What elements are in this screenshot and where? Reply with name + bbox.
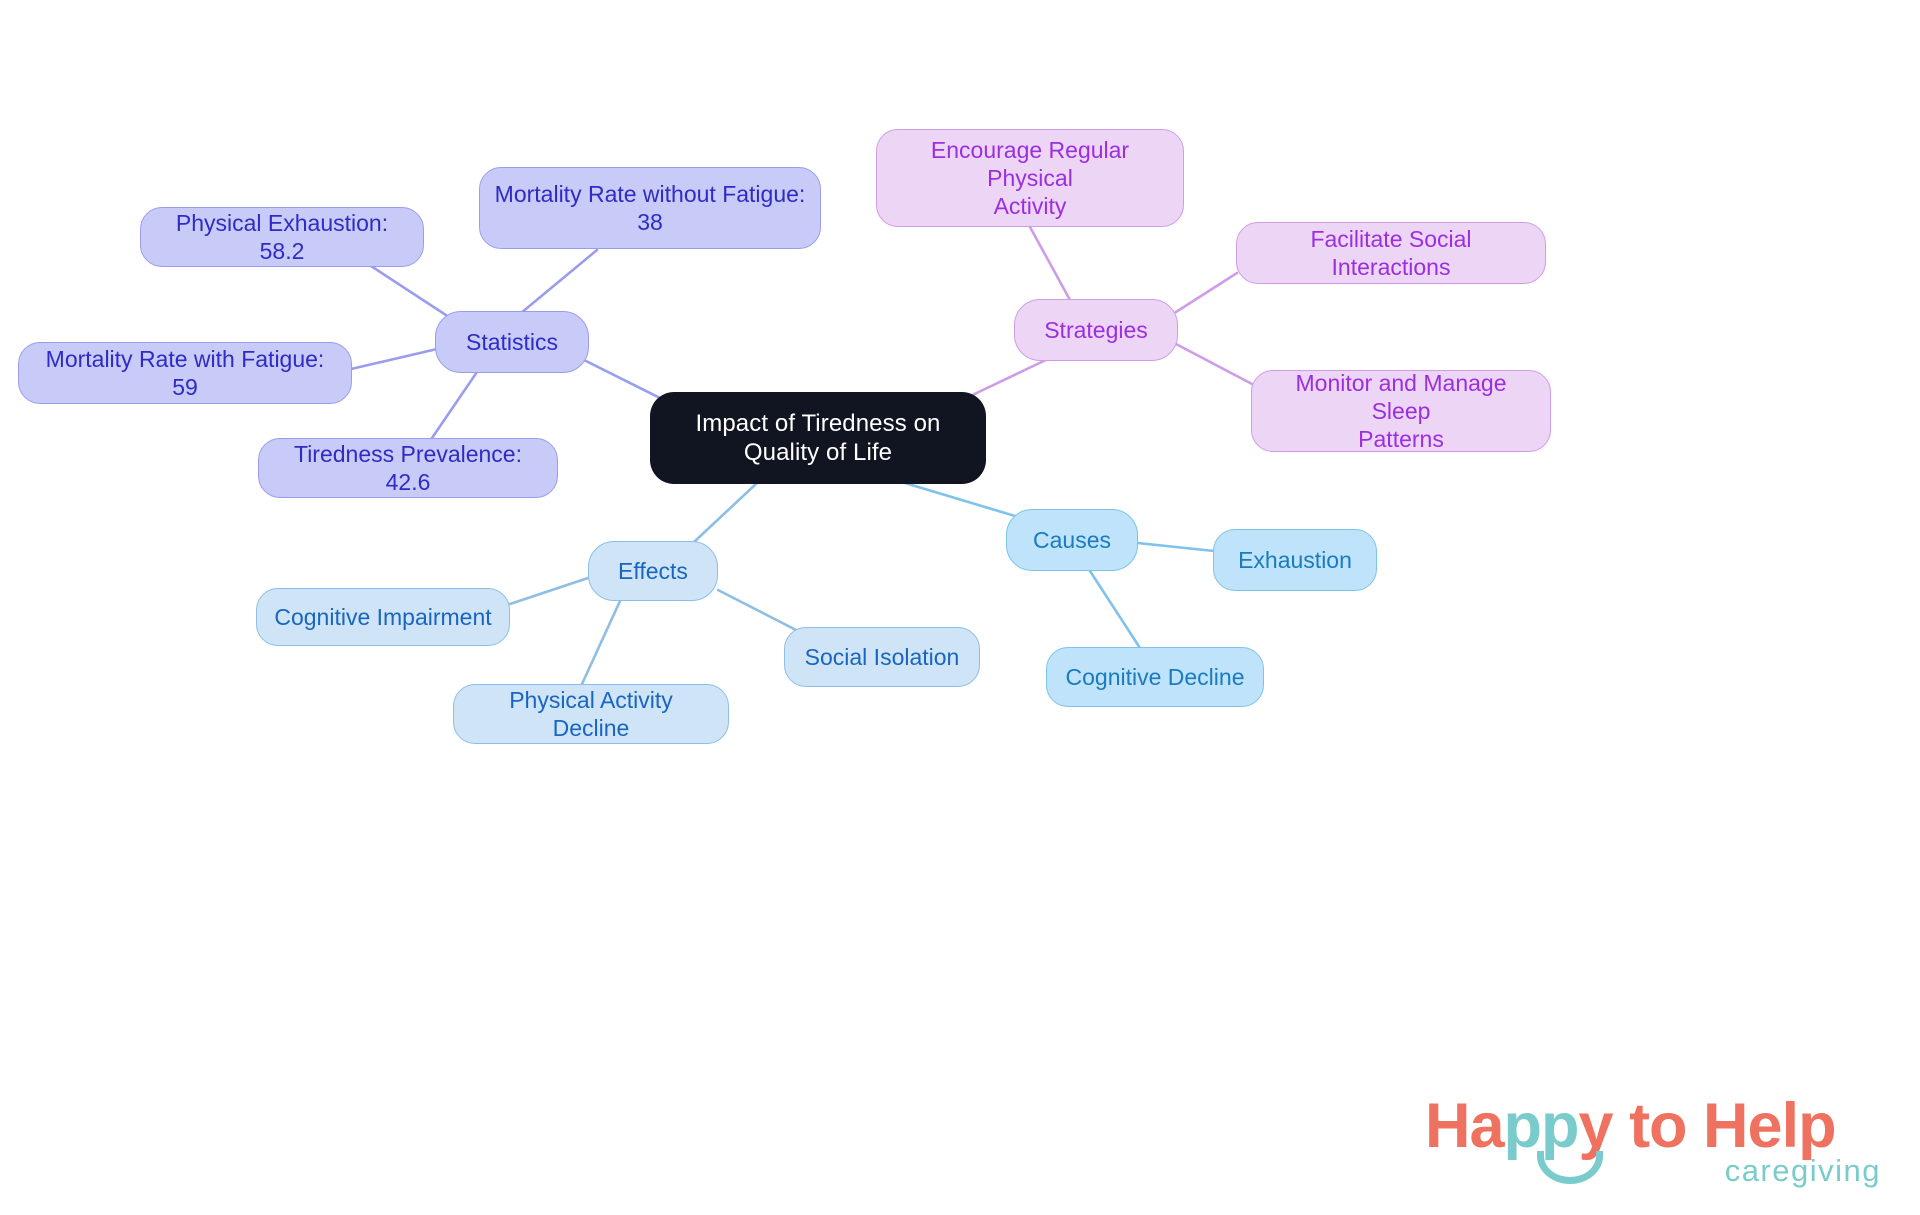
root-node-label: Impact of Tiredness on Quality of Life — [695, 409, 941, 466]
branch-node-causes[interactable]: Causes — [1006, 509, 1138, 571]
edge-strategies-to-encourage-regular-physical-activity — [1028, 225, 1072, 302]
logo-wordmark: Happy to Help — [1425, 1095, 1837, 1158]
edge-effects-to-cognitive-impairment — [508, 576, 590, 606]
leaf-node-mortality-rate-with-fatigue[interactable]: Mortality Rate with Fatigue: 59 — [18, 342, 352, 404]
leaf-node-facilitate-social-interactions[interactable]: Facilitate Social Interactions — [1236, 222, 1546, 284]
edge-effects-to-physical-activity-decline — [580, 599, 622, 686]
branch-node-statistics[interactable]: Statistics — [435, 311, 589, 373]
logo-subtitle: caregiving — [1724, 1153, 1881, 1188]
leaf-node-encourage-regular-physical-activity[interactable]: Encourage Regular Physical Activity — [876, 129, 1184, 227]
leaf-node-mortality-rate-without-fatigue-label: Mortality Rate without Fatigue: 38 — [494, 180, 806, 235]
branch-node-strategies-label: Strategies — [1044, 316, 1148, 343]
edge-statistics-to-physical-exhaustion — [366, 262, 457, 323]
leaf-node-monitor-and-manage-sleep-patterns-label: Monitor and Manage Sleep Patterns — [1295, 369, 1507, 453]
leaf-node-social-isolation[interactable]: Social Isolation — [784, 627, 980, 687]
edge-root-to-strategies — [960, 356, 1052, 402]
smile-icon — [1537, 1151, 1603, 1184]
edge-effects-to-social-isolation — [716, 588, 802, 634]
branch-node-statistics-label: Statistics — [465, 328, 559, 355]
leaf-node-physical-activity-decline[interactable]: Physical Activity Decline — [453, 684, 729, 744]
logo-text-ha: Ha — [1425, 1091, 1505, 1161]
leaf-node-cognitive-impairment-label: Cognitive Impairment — [274, 603, 492, 630]
branch-node-causes-label: Causes — [1033, 526, 1111, 553]
leaf-node-monitor-and-manage-sleep-patterns[interactable]: Monitor and Manage Sleep Patterns — [1251, 370, 1551, 452]
leaf-node-encourage-regular-physical-activity-label: Encourage Regular Physical Activity — [930, 136, 1130, 220]
branch-node-effects-label: Effects — [618, 557, 688, 584]
leaf-node-tiredness-prevalence-label: Tiredness Prevalence: 42.6 — [294, 440, 522, 495]
logo-text-pp: pp — [1503, 1091, 1580, 1161]
edge-strategies-to-facilitate-social-interactions — [1174, 271, 1239, 314]
leaf-node-tiredness-prevalence[interactable]: Tiredness Prevalence: 42.6 — [258, 438, 558, 498]
leaf-node-cognitive-decline[interactable]: Cognitive Decline — [1046, 647, 1264, 707]
leaf-node-cognitive-impairment[interactable]: Cognitive Impairment — [256, 588, 510, 646]
logo-text-to-help: to Help — [1612, 1091, 1837, 1161]
leaf-node-exhaustion-label: Exhaustion — [1238, 546, 1352, 573]
root-node[interactable]: Impact of Tiredness on Quality of Life — [650, 392, 986, 484]
brand-logo: Happy to Help caregiving — [1425, 1095, 1885, 1200]
leaf-node-physical-activity-decline-label: Physical Activity Decline — [509, 686, 673, 741]
edge-root-to-effects — [692, 481, 759, 544]
edge-statistics-to-tiredness-prevalence — [430, 370, 479, 440]
leaf-node-cognitive-decline-label: Cognitive Decline — [1065, 663, 1245, 690]
leaf-node-mortality-rate-with-fatigue-label: Mortality Rate with Fatigue: 59 — [45, 345, 325, 400]
edge-strategies-to-monitor-and-manage-sleep-patterns — [1174, 342, 1254, 386]
branch-node-effects[interactable]: Effects — [588, 541, 718, 601]
leaf-node-physical-exhaustion-label: Physical Exhaustion: 58.2 — [175, 209, 389, 264]
leaf-node-social-isolation-label: Social Isolation — [804, 643, 960, 670]
leaf-node-mortality-rate-without-fatigue[interactable]: Mortality Rate without Fatigue: 38 — [479, 167, 821, 249]
leaf-node-facilitate-social-interactions-label: Facilitate Social Interactions — [1310, 225, 1472, 280]
edge-causes-to-cognitive-decline — [1088, 569, 1142, 650]
edge-causes-to-exhaustion — [1136, 541, 1216, 553]
leaf-node-physical-exhaustion[interactable]: Physical Exhaustion: 58.2 — [140, 207, 424, 267]
logo-text-y: y — [1578, 1091, 1614, 1161]
leaf-node-exhaustion[interactable]: Exhaustion — [1213, 529, 1377, 591]
edge-statistics-to-mortality-rate-without-fatigue — [519, 248, 599, 315]
branch-node-strategies[interactable]: Strategies — [1014, 299, 1178, 361]
edge-statistics-to-mortality-rate-with-fatigue — [349, 347, 439, 371]
edge-root-to-causes — [903, 481, 1017, 518]
